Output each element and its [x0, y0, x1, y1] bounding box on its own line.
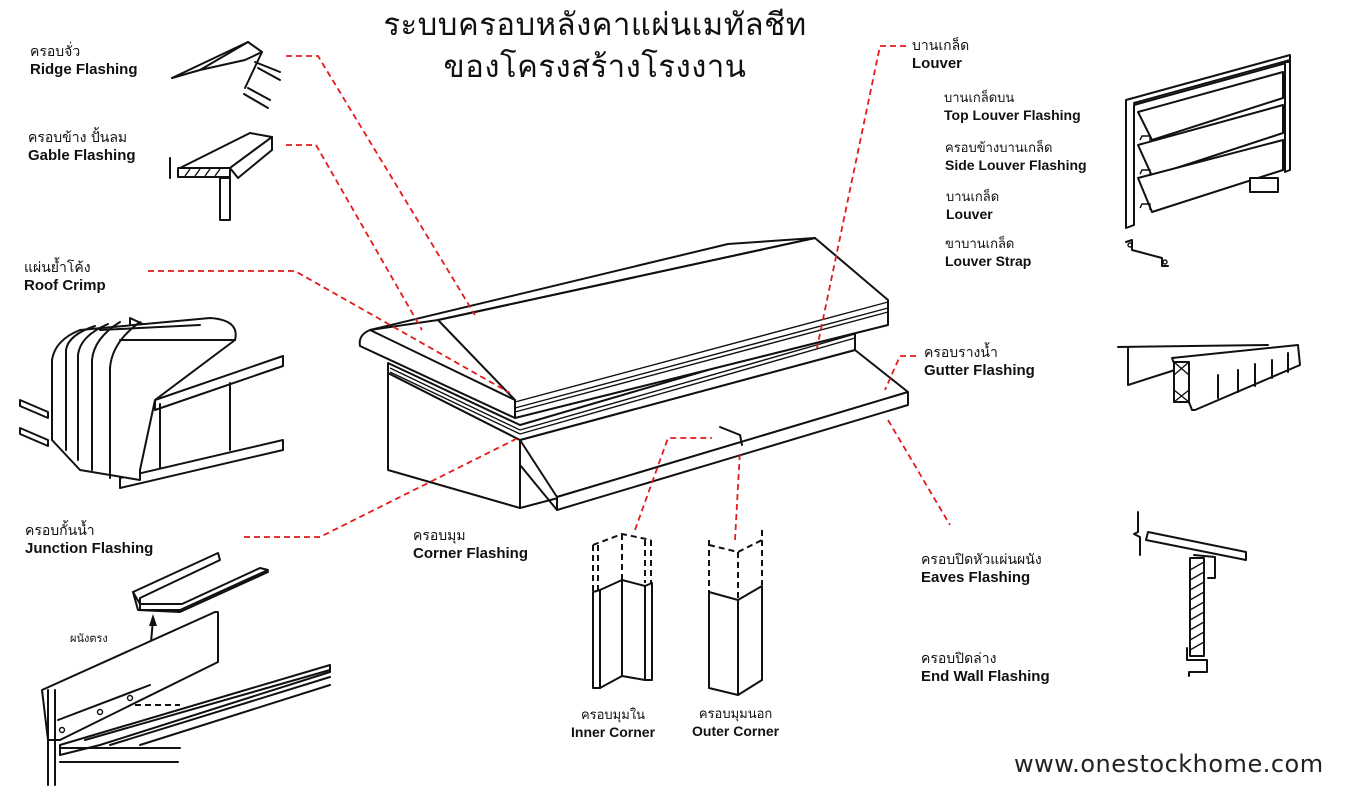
label-ridge-english: Ridge Flashing — [30, 60, 138, 78]
label-gutter-flashing: ครอบรางน้ำ Gutter Flashing — [924, 345, 1035, 380]
label-roof-crimp-thai: แผ่นย้ำโค้ง — [24, 260, 91, 276]
label-corner-english: Corner Flashing — [413, 544, 529, 562]
label-end-wall-flashing: ครอบปิดล่าง End Wall Flashing — [921, 651, 1050, 686]
label-inner-corner: ครอบมุมใน Inner Corner — [571, 708, 655, 740]
label-gutter-english: Gutter Flashing — [924, 361, 1035, 379]
label-louver-strap-thai: ขาบานเกล็ด — [945, 237, 1015, 252]
leader-lines — [148, 45, 951, 541]
label-louver-thai: บานเกล็ด — [946, 190, 1000, 205]
label-gable-thai: ครอบข้าง ปั้นลม — [28, 130, 128, 146]
main-building-illustration — [358, 237, 909, 511]
label-louver: บานเกล็ด Louver — [946, 190, 999, 222]
label-inner-corner-thai: ครอบมุมใน — [580, 708, 646, 723]
label-straight-wall: ผนังตรง — [70, 632, 108, 645]
label-junction-english: Junction Flashing — [25, 539, 154, 557]
inner-corner-illustration — [592, 532, 653, 689]
roof-crimp-illustration — [19, 317, 284, 489]
label-gable-flashing: ครอบข้าง ปั้นลม Gable Flashing — [28, 130, 136, 165]
label-top-louver-english: Top Louver Flashing — [944, 106, 1081, 123]
website-link[interactable]: www.onestockhome.com — [1014, 750, 1324, 778]
label-louver-english: Louver — [946, 205, 993, 222]
label-side-louver-flashing: ครอบข้างบานเกล็ด Side Louver Flashing — [945, 141, 1087, 173]
label-gutter-thai: ครอบรางน้ำ — [924, 345, 998, 361]
junction-flashing-illustration — [41, 552, 331, 786]
outer-corner-illustration — [708, 530, 763, 696]
label-eaves-thai: ครอบปิดหัวแผ่นผนัง — [921, 552, 1042, 568]
label-gable-english: Gable Flashing — [28, 146, 136, 164]
label-ridge-flashing: ครอบจั่ว Ridge Flashing — [30, 44, 138, 79]
label-top-louver-thai: บานเกล็ดบน — [944, 91, 1015, 106]
ridge-flashing-illustration — [171, 41, 281, 109]
label-corner-flashing: ครอบมุม Corner Flashing — [413, 528, 528, 563]
label-outer-corner: ครอบมุมนอก Outer Corner — [692, 707, 779, 739]
gable-flashing-illustration — [169, 132, 273, 221]
label-corner-thai: ครอบมุม — [413, 528, 466, 544]
label-inner-corner-english: Inner Corner — [571, 723, 656, 740]
louver-illustration — [1125, 54, 1291, 267]
label-side-louver-english: Side Louver Flashing — [945, 156, 1087, 173]
label-side-louver-thai: ครอบข้างบานเกล็ด — [945, 141, 1053, 156]
label-louver-main-thai: บานเกล็ด — [912, 38, 970, 54]
label-louver-main: บานเกล็ด Louver — [912, 38, 969, 73]
label-end-wall-thai: ครอบปิดล่าง — [921, 651, 997, 667]
eaves-flashing-illustration — [1133, 511, 1247, 677]
label-straight-wall-thai: ผนังตรง — [70, 632, 108, 645]
label-louver-strap-english: Louver Strap — [945, 252, 1032, 269]
label-top-louver-flashing: บานเกล็ดบน Top Louver Flashing — [944, 91, 1081, 123]
label-roof-crimp-english: Roof Crimp — [24, 276, 106, 294]
label-eaves-english: Eaves Flashing — [921, 568, 1031, 586]
diagram-title-line-1: ระบบครอบหลังคาแผ่นเมทัลชีท — [383, 7, 807, 43]
label-junction-thai: ครอบกั้นน้ำ — [25, 523, 95, 539]
label-louver-main-english: Louver — [912, 54, 963, 72]
label-eaves-flashing: ครอบปิดหัวแผ่นผนัง Eaves Flashing — [921, 552, 1042, 587]
label-louver-strap: ขาบานเกล็ด Louver Strap — [945, 237, 1031, 269]
diagram-title-line-2: ของโครงสร้างโรงงาน — [443, 49, 747, 85]
label-outer-corner-english: Outer Corner — [692, 722, 780, 739]
label-end-wall-english: End Wall Flashing — [921, 667, 1050, 685]
gutter-flashing-illustration — [1117, 344, 1301, 411]
label-junction-flashing: ครอบกั้นน้ำ Junction Flashing — [25, 523, 153, 558]
label-roof-crimp: แผ่นย้ำโค้ง Roof Crimp — [24, 260, 106, 295]
label-ridge-thai: ครอบจั่ว — [30, 44, 81, 60]
label-outer-corner-thai: ครอบมุมนอก — [698, 707, 773, 722]
